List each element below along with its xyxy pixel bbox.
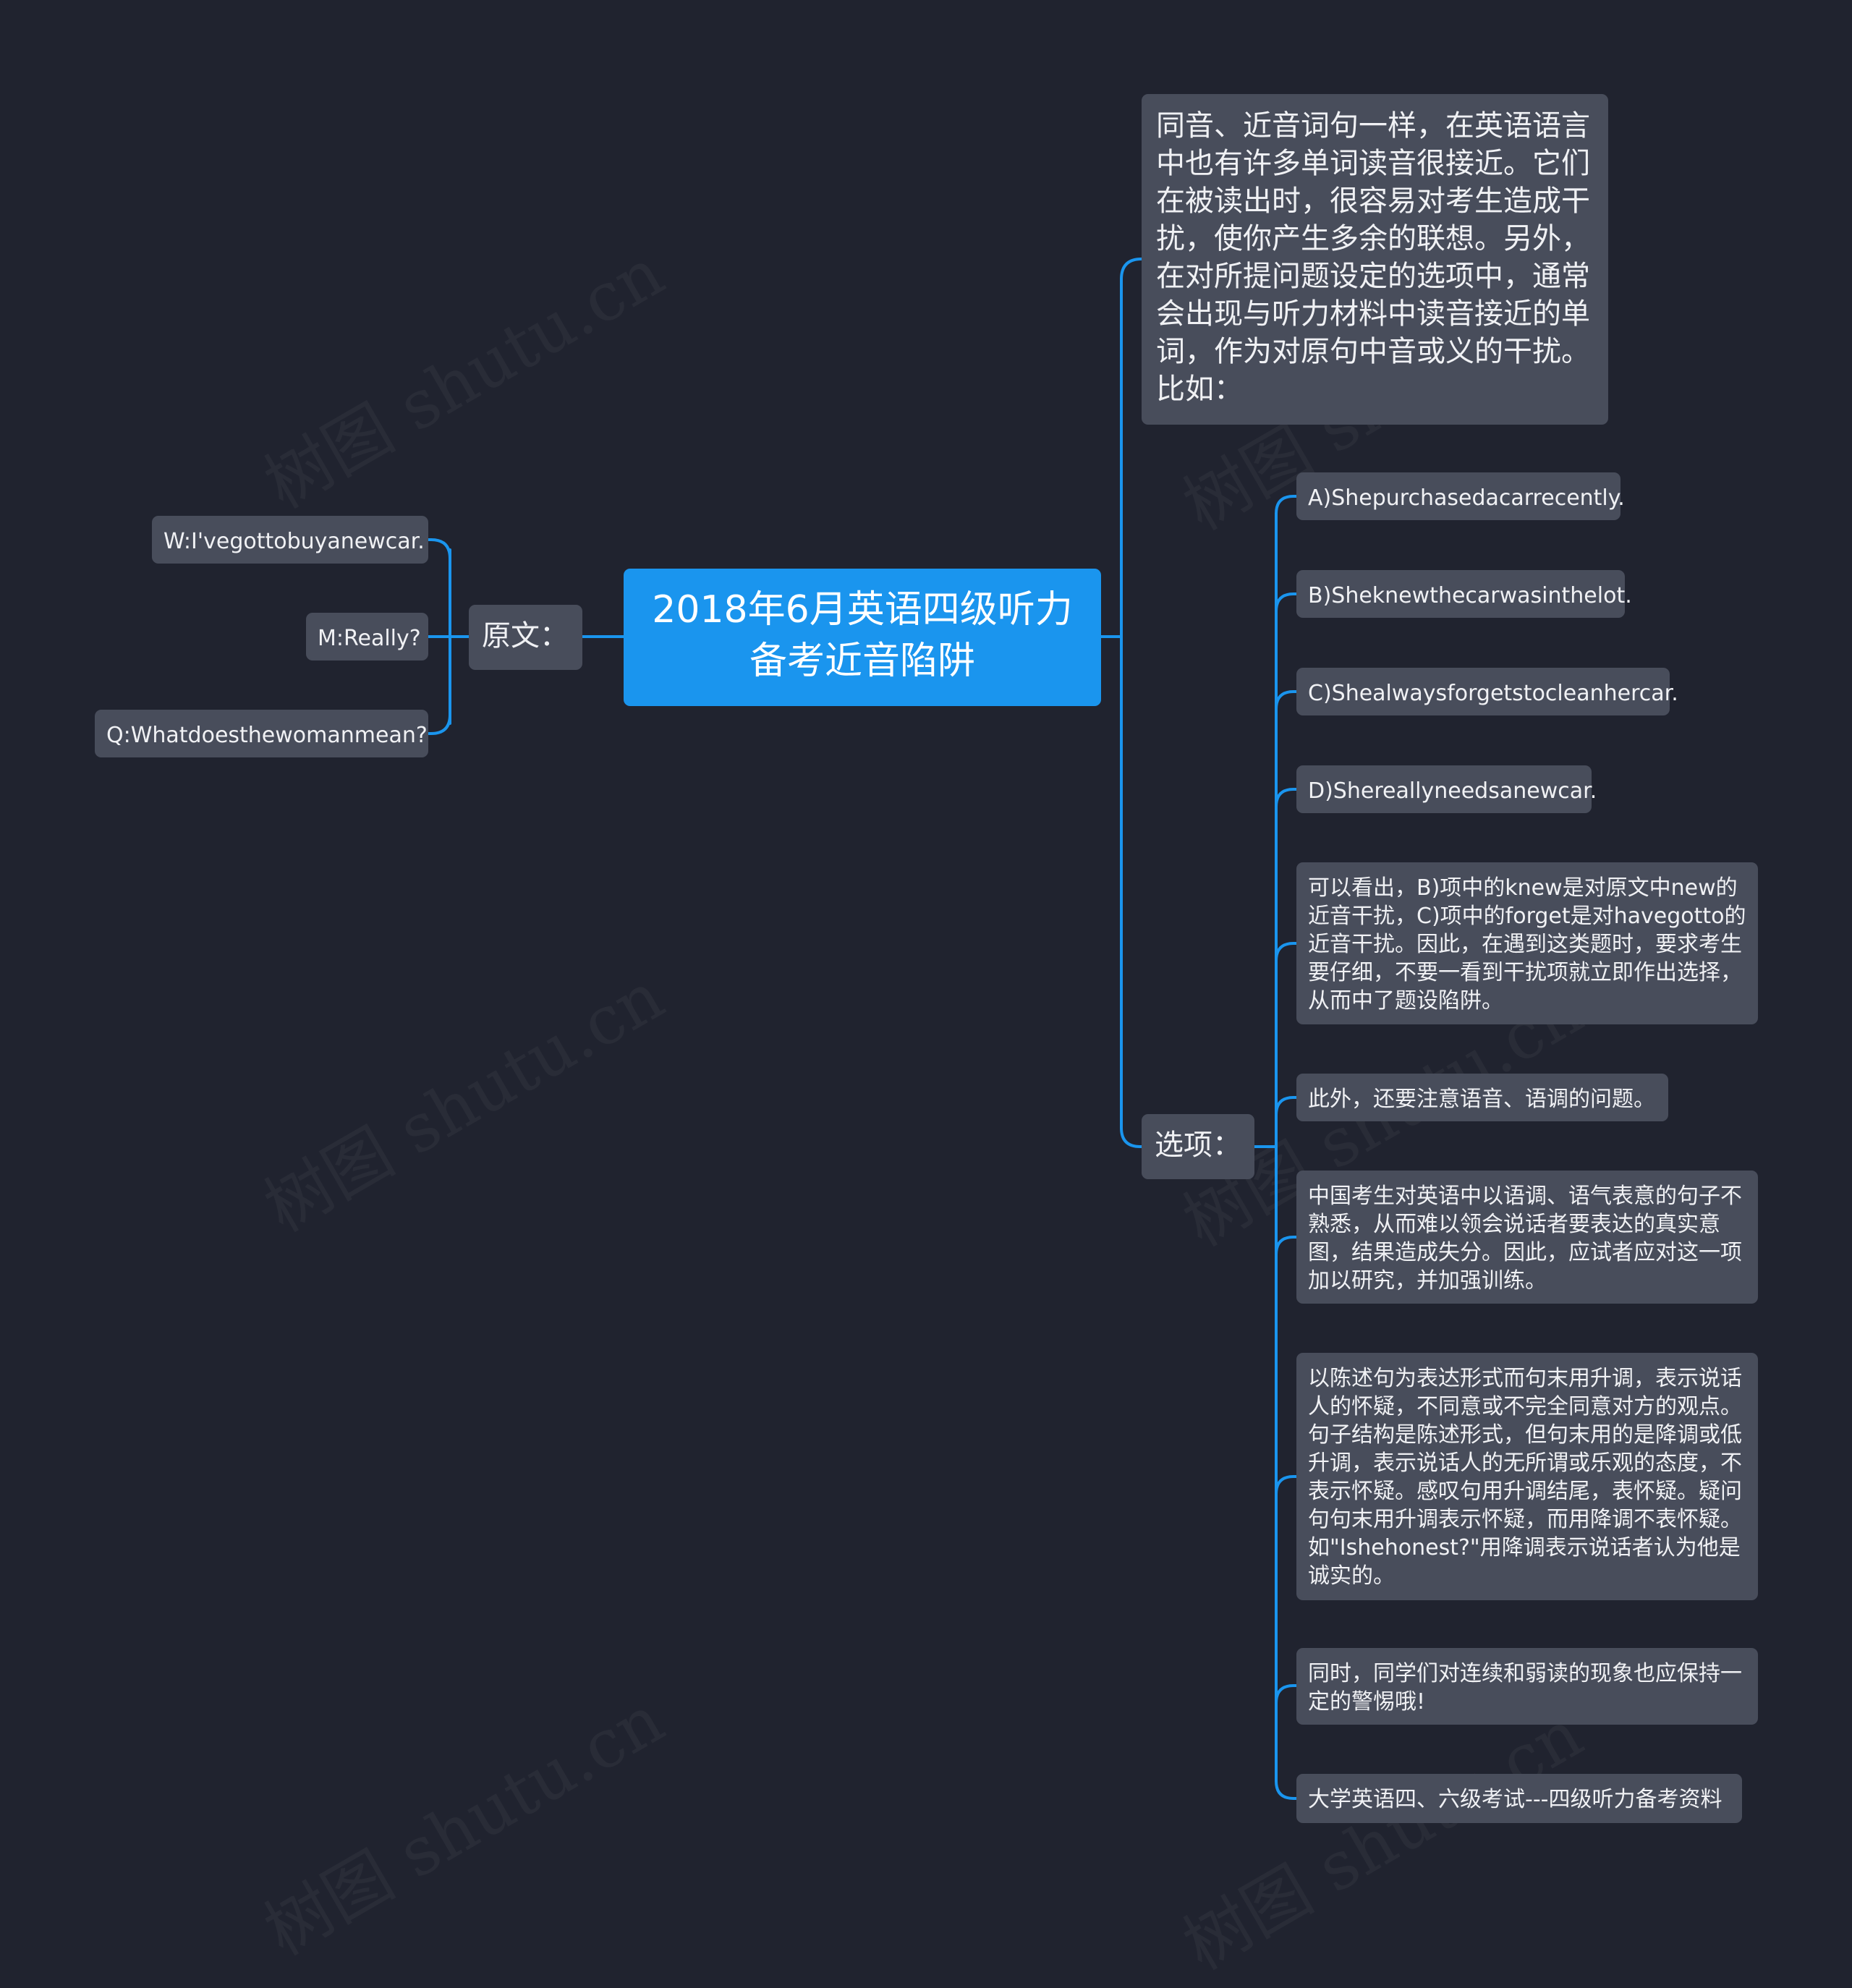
statement-rule-note[interactable]: 以陈述句为表达形式而句末用升调，表示说话人的怀疑，不同意或不完全同意对方的观点。…: [1296, 1353, 1758, 1600]
source-text-label: 原文：: [482, 619, 569, 653]
connector-opt-3: [1275, 690, 1298, 710]
options-label: 选项：: [1155, 1129, 1241, 1162]
tone-note[interactable]: 此外，还要注意语音、语调的问题。: [1296, 1074, 1668, 1121]
statement-rule-note-text: 以陈述句为表达形式而句末用升调，表示说话人的怀疑，不同意或不完全同意对方的观点。…: [1308, 1366, 1742, 1589]
options-node[interactable]: 选项：: [1142, 1114, 1254, 1179]
analysis-note-text: 可以看出，B)项中的knew是对原文中new的近音干扰，C)项中的forget是…: [1308, 875, 1746, 1014]
connector-left-3: [427, 713, 451, 735]
option-a[interactable]: A)Shepurchasedacarrecently.: [1296, 472, 1625, 520]
root-topic-label: 2018年6月英语四级听力备考近音陷阱: [652, 588, 1073, 683]
source-line-3-text: Q:Whatdoesthewomanmean?: [106, 723, 428, 748]
source-line-1[interactable]: W:I'vegottobuyanewcar.: [152, 516, 428, 564]
option-b-text: B)Sheknewthecarwasinthelot.: [1308, 583, 1632, 608]
intonation-note-text: 中国考生对英语中以语调、语气表意的句子不熟悉，从而难以领会说话者要表达的真实意图…: [1308, 1184, 1742, 1294]
source-line-2[interactable]: M:Really?: [306, 613, 428, 660]
tone-note-text: 此外，还要注意语音、语调的问题。: [1308, 1087, 1655, 1112]
option-d-text: D)Shereallyneedsanewcar.: [1308, 778, 1597, 804]
connector-opt-8: [1275, 1475, 1298, 1495]
connector-left-trunk: [449, 548, 470, 725]
connector-lines: [427, 258, 1298, 1800]
source-reference-text: 大学英语四、六级考试---四级听力备考资料: [1308, 1787, 1723, 1812]
connector-opt-6: [1275, 1096, 1298, 1116]
source-line-2-text: M:Really?: [318, 626, 421, 651]
source-reference[interactable]: 大学英语四、六级考试---四级听力备考资料: [1296, 1774, 1742, 1823]
connector-right-intro: [1120, 258, 1143, 281]
option-c[interactable]: C)Shealwaysforgetstocleanhercar.: [1296, 668, 1678, 715]
option-b[interactable]: B)Sheknewthecarwasinthelot.: [1296, 570, 1632, 618]
connector-opt-1: [1275, 495, 1298, 515]
intro-node[interactable]: 同音、近音词句一样，在英语语言中也有许多单词读音很接近。它们在被读出时，很容易对…: [1142, 94, 1608, 425]
connector-opt-9: [1275, 1684, 1298, 1704]
connector-right-options: [1120, 1126, 1143, 1148]
connector-opt-7: [1275, 1236, 1298, 1256]
liaison-note-text: 同时，同学们对连续和弱读的现象也应保持一定的警惕哦!: [1308, 1661, 1742, 1715]
source-text-node[interactable]: 原文：: [469, 605, 582, 670]
analysis-note[interactable]: 可以看出，B)项中的knew是对原文中new的近音干扰，C)项中的forget是…: [1296, 862, 1758, 1024]
option-d[interactable]: D)Shereallyneedsanewcar.: [1296, 765, 1597, 813]
connector-opt-5: [1275, 942, 1298, 962]
liaison-note[interactable]: 同时，同学们对连续和弱读的现象也应保持一定的警惕哦!: [1296, 1648, 1758, 1725]
connector-left-1: [427, 538, 451, 560]
intonation-note[interactable]: 中国考生对英语中以语调、语气表意的句子不熟悉，从而难以领会说话者要表达的真实意图…: [1296, 1171, 1758, 1304]
connector-opt-2: [1275, 592, 1298, 613]
connector-opt-10: [1275, 1780, 1298, 1800]
root-topic[interactable]: 2018年6月英语四级听力备考近音陷阱: [624, 569, 1101, 706]
option-a-text: A)Shepurchasedacarrecently.: [1308, 485, 1625, 511]
connector-opt-4: [1275, 788, 1298, 808]
source-line-1-text: W:I'vegottobuyanewcar.: [163, 529, 425, 554]
intro-text: 同音、近音词句一样，在英语语言中也有许多单词读音很接近。它们在被读出时，很容易对…: [1156, 109, 1590, 406]
source-line-3[interactable]: Q:Whatdoesthewomanmean?: [95, 710, 428, 757]
option-c-text: C)Shealwaysforgetstocleanhercar.: [1308, 681, 1678, 706]
